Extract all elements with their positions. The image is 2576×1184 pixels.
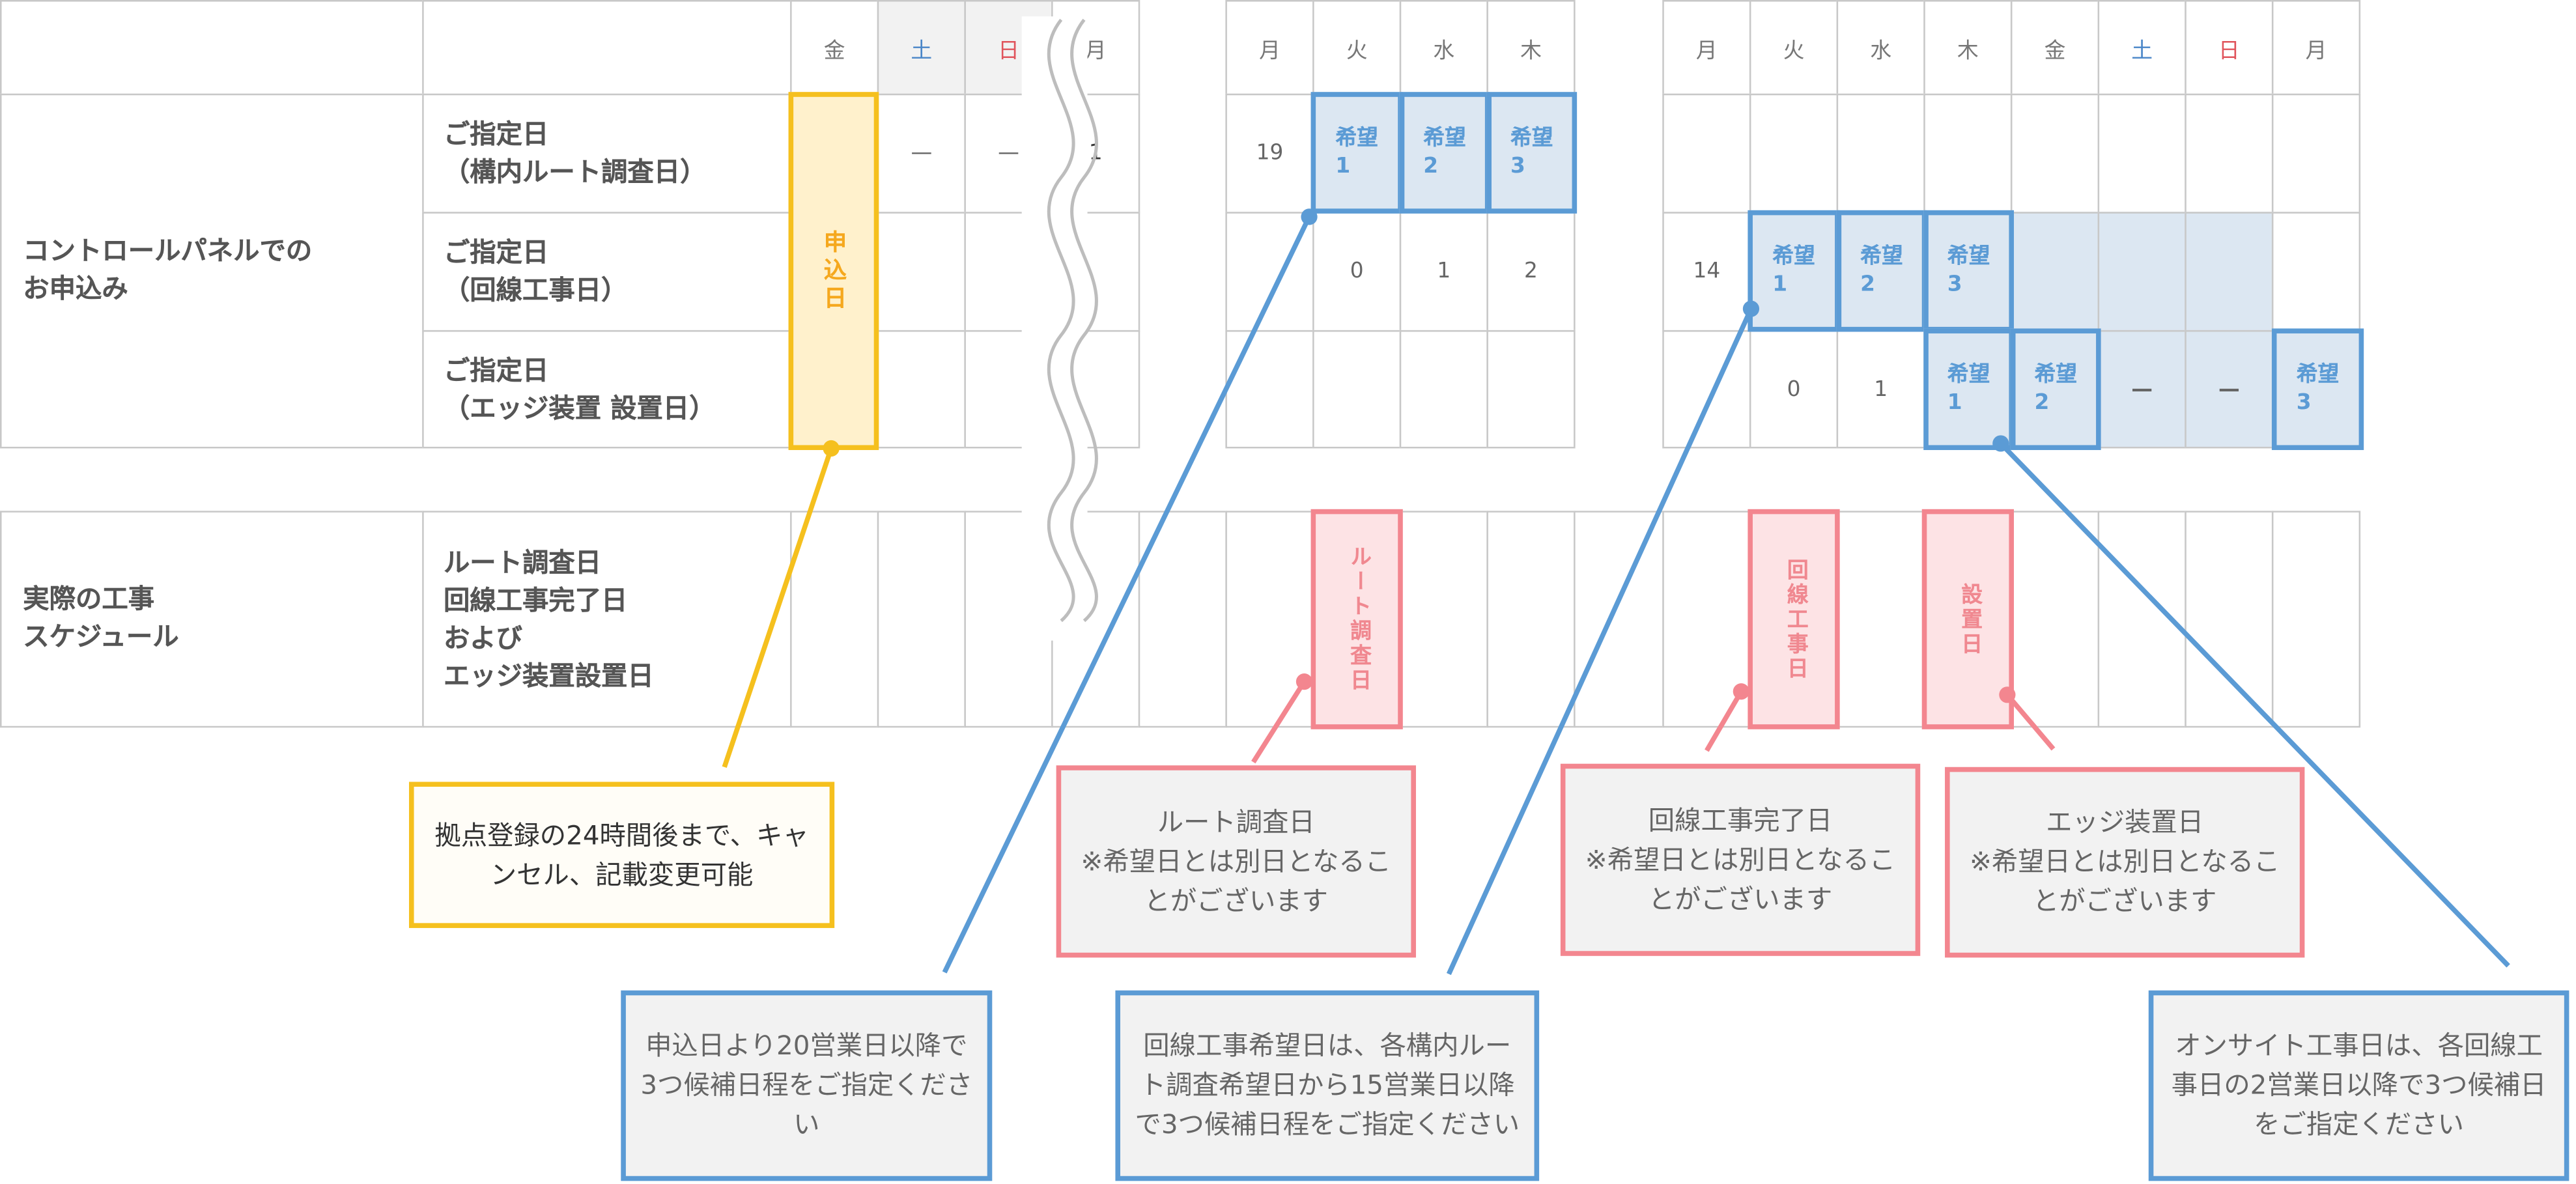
edge-value-wed: 1 (1836, 330, 1925, 449)
actual-install-label: 設置日 (1956, 582, 1981, 656)
yellow-connector (722, 440, 840, 768)
note-cancel: 拠点登録の24時間後まで、キャンセル、記載変更可能 (408, 782, 835, 928)
note-20-business-days: 申込日より20営業日以降で3つ候補日程をご指定ください (621, 990, 993, 1181)
grid-cell (1312, 330, 1402, 449)
pink-connector-line (1705, 683, 1749, 752)
day-header-wed-3: 水 (1836, 0, 1925, 96)
grid-cell (2097, 212, 2187, 332)
actual-route-survey-label: ルート調査日 (1345, 545, 1370, 694)
edge-hope-3: 希望 3 (2271, 328, 2364, 451)
row-label-line-work: ご指定日 （回線工事日） (443, 236, 628, 306)
grid-cell (1486, 330, 1576, 449)
grid-cell (2271, 511, 2361, 728)
day-header-thu-2: 木 (1486, 0, 1576, 96)
note-line-work: 回線工事完了日 ※希望日とは別日となることがございます (1560, 763, 1921, 956)
pink-connector-install (1999, 686, 2056, 751)
route-value-sat: — (877, 93, 966, 214)
row-label-cell-route (422, 93, 792, 214)
row-label-cell-actual (422, 511, 792, 728)
actual-line-work-label: 回線工事日 (1782, 557, 1807, 681)
route-hope-3: 希望 3 (1486, 92, 1578, 214)
day-header-mon-4: 月 (2271, 0, 2361, 96)
group-label-application: コントロールパネルでの お申込み (23, 234, 313, 304)
pink-connector-route (1251, 673, 1313, 764)
header-blank-1 (0, 0, 424, 96)
grid-cell (1836, 511, 1925, 728)
day-header-fri: 金 (790, 0, 879, 96)
grid-cell (1923, 93, 2013, 214)
blue-connector-route (942, 208, 1318, 974)
day-header-fri-3: 金 (2010, 0, 2100, 96)
group-label-cell-application (0, 93, 424, 449)
row-label-cell-edge (422, 330, 792, 449)
wavy-break-line (1047, 18, 1075, 623)
header-blank-2 (422, 0, 792, 96)
row-label-edge-install: ご指定日 （エッジ装置 設置日） (443, 354, 716, 424)
calendar-gap (1021, 16, 1088, 641)
day-header-tue-2: 火 (1312, 0, 1402, 96)
actual-route-survey-day: ルート調査日 (1310, 509, 1403, 729)
wavy-break-line (1070, 18, 1098, 623)
blue-connector-line (1446, 300, 1760, 976)
line-value-mon-3: 14 (1662, 212, 1751, 332)
grid-cell (2271, 93, 2361, 214)
application-day-label: 申込日 (820, 229, 847, 313)
row-label-cell-line (422, 212, 792, 332)
grid-cell (2271, 212, 2361, 332)
day-header-wed-2: 水 (1399, 0, 1488, 96)
note-2-business-days: オンサイト工事日は、各回線工事日の2営業日以降で3つ候補日をご指定ください (2148, 990, 2569, 1181)
row-label-actual: ルート調査日 回線工事完了日 および エッジ装置設置日 (443, 546, 654, 692)
actual-install-day: 設置日 (1921, 509, 2014, 729)
grid-cell (2010, 93, 2100, 214)
grid-cell (1574, 511, 1664, 728)
group-label-cell-actual (0, 511, 424, 728)
grid-cell (2185, 511, 2274, 728)
grid-cell (1662, 93, 1751, 214)
grid-cell (1225, 330, 1314, 449)
application-day-block: 申込日 (788, 92, 879, 451)
group-label-actual: 実際の工事 スケジュール (23, 583, 179, 653)
note-15-business-days: 回線工事希望日は、各構内ルート調査希望日から15営業日以降で3つ候補日程をご指定… (1115, 990, 1540, 1181)
row-label-route-survey: ご指定日 （構内ルート調査日） (443, 118, 707, 188)
blue-connector-edge (1992, 435, 2510, 968)
note-edge-install: エッジ装置日 ※希望日とは別日となることがございます (1945, 767, 2305, 958)
line-value-thu: 2 (1486, 212, 1576, 332)
day-header-mon-3: 月 (1662, 0, 1751, 96)
actual-line-work-day: 回線工事日 (1748, 509, 1840, 729)
line-value-tue: 0 (1312, 212, 1402, 332)
edge-hope-2: 希望 2 (2010, 328, 2101, 451)
day-header-sat-3: 土 (2097, 0, 2187, 96)
grid-cell (1399, 330, 1488, 449)
grid-cell (1836, 93, 1925, 214)
note-route-survey: ルート調査日 ※希望日とは別日となることがございます (1056, 765, 1416, 958)
